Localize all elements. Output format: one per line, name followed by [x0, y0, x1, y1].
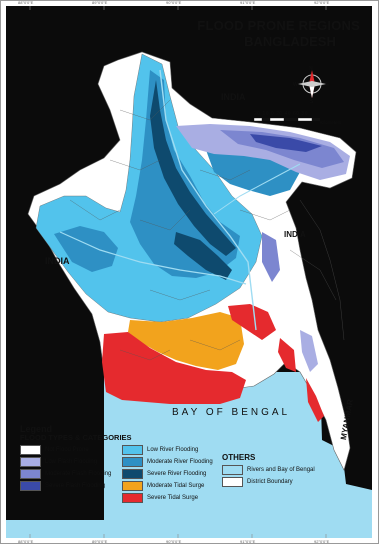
label-bay-of-bengal: BAY OF BENGAL [172, 407, 291, 418]
legend-label: Low Flash Flooding [45, 458, 98, 465]
scale-bar [253, 117, 320, 122]
compass-w: W [293, 82, 298, 88]
legend-item: Moderate Flash Flooding [20, 468, 111, 479]
legend-swatch [122, 468, 143, 479]
legend-others-title: OTHERS [222, 453, 256, 462]
flash-flooding-east [262, 232, 280, 282]
legend-item: Severe Flash Flooding [20, 480, 105, 491]
lon-tick: 88°0'0"E [18, 539, 34, 544]
legend-item: Moderate Tidal Surge [122, 480, 204, 491]
lon-tick: 90°0'0"E [166, 539, 182, 544]
legend-swatch [20, 480, 41, 491]
moderate-tidal-surge [128, 312, 244, 370]
legend-label: Rivers and Bay of Bengal [247, 466, 315, 473]
scale-units: Kilometers [320, 120, 342, 125]
compass-rose-icon [298, 70, 326, 98]
legend-label: Moderate River Flooding [147, 458, 213, 465]
legend-swatch [122, 480, 143, 491]
moderate-river-flooding-west [54, 226, 118, 272]
legend-label: Moderate Tidal Surge [147, 482, 205, 489]
severe-tidal-surge [102, 332, 246, 404]
map-subtitle: BANGLADESH [244, 34, 336, 49]
legend-item: Severe Tidal Surge [122, 492, 198, 503]
legend-label: Not Flood Prone [45, 446, 89, 453]
district-boundaries [69, 99, 345, 361]
legend-label: District Boundary [247, 478, 293, 485]
lon-tick: 88°0'0"E [18, 0, 34, 5]
legend-label: Moderate Flash Flooding [45, 470, 112, 477]
flash-flooding-se [300, 330, 318, 372]
map-title: FLOOD PRONE REGIONS [197, 18, 360, 33]
bay-of-bengal [6, 372, 372, 538]
graticule-ticks [29, 6, 327, 538]
lon-tick: 92°0'0"E [314, 539, 330, 544]
legend-item: Rivers and Bay of Bengal [222, 464, 315, 475]
legend-swatch [222, 464, 243, 475]
lon-tick: 91°0'0"E [240, 539, 256, 544]
lon-tick: 89°0'0"E [92, 0, 108, 5]
legend-label: Severe Flash Flooding [45, 482, 106, 489]
legend-swatch [122, 444, 143, 455]
compass-s: S [310, 99, 314, 105]
legend-swatch [122, 456, 143, 467]
legend-label: Low River Flooding [147, 446, 199, 453]
lon-tick: 90°0'0"E [166, 0, 182, 5]
severe-flash-flooding [250, 134, 322, 152]
legend-label: Severe Tidal Surge [147, 494, 199, 501]
legend-item: Severe River Flooding [122, 468, 206, 479]
legend-swatch [20, 444, 41, 455]
legend-label: Severe River Flooding [147, 470, 207, 477]
legend: Legend FLOOD TYPES & CATEGORIES OTHERS N… [18, 424, 363, 518]
scale-numbers: 20 10 0 20 40 60 80 [254, 111, 308, 117]
moderate-flash-flooding [220, 130, 344, 168]
legend-swatch [222, 476, 243, 487]
legend-item: Moderate River Flooding [122, 456, 213, 467]
compass-n: N [309, 66, 313, 72]
lon-tick: 89°0'0"E [92, 539, 108, 544]
legend-subtitle: FLOOD TYPES & CATEGORIES [20, 433, 132, 442]
compass-e: E [326, 82, 330, 88]
legend-item: Low Flash Flooding [20, 456, 97, 467]
lon-tick: 91°0'0"E [240, 0, 256, 5]
label-india-north: INDIA [221, 92, 246, 102]
low-flash-flooding [176, 124, 350, 180]
river [159, 69, 257, 331]
legend-title: Legend [20, 424, 53, 434]
lon-tick: 92°0'0"E [314, 0, 330, 5]
label-india-west: INDIA [45, 256, 70, 266]
legend-swatch [122, 492, 143, 503]
legend-item: District Boundary [222, 476, 293, 487]
river [213, 163, 301, 215]
severe-tidal-surge-coast [278, 338, 324, 422]
legend-swatch [20, 468, 41, 479]
severe-river-flooding [150, 80, 236, 256]
river [59, 231, 247, 285]
legend-item: Not Flood Prone [20, 444, 89, 455]
label-india-east: INDIA [284, 230, 306, 239]
legend-item: Low River Flooding [122, 444, 198, 455]
legend-swatch [20, 456, 41, 467]
severe-tidal-surge-east [228, 304, 276, 340]
severe-river-flooding-2 [174, 232, 232, 280]
